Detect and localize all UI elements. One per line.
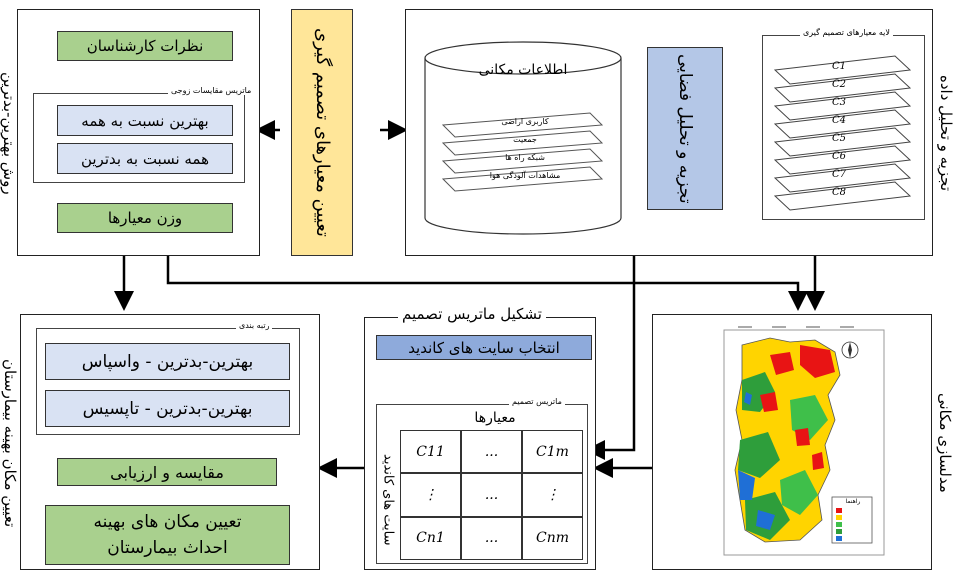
criteria-layer-c8: C8 [832, 187, 847, 198]
decision-matrix-grid: C11 ... C1m ⋮ ... ⋮ Cn1 ... Cnm [400, 430, 583, 560]
weights-box: وزن معیارها [57, 203, 233, 233]
data-analysis-side-label: تجزیه و تحلیل داده [937, 75, 955, 191]
criteria-layer-c2: C2 [832, 79, 847, 90]
arrow-weights-to-modeling [166, 255, 808, 311]
criteria-determination-box: تعیین معیارهای تصمیم گیری [291, 9, 353, 256]
pairwise-title: ماتریس مقایسات زوجی [168, 86, 255, 95]
experts-box: نظرات کارشناسان [57, 31, 233, 61]
decision-matrix-title: تشکیل ماتریس تصمیم [398, 305, 546, 323]
criteria-layers-title: لایه معیارهای تصمیم گیری [800, 28, 893, 37]
matrix-title: ماتریس تصمیم [509, 397, 565, 406]
bwm-waspas-box: بهترین-بدترین - واسپاس [45, 343, 290, 380]
matrix-cell: C11 [400, 430, 461, 474]
bwm-side-label: روش بهترین-بدترین [0, 71, 18, 195]
layer-label: شبکه راه ها [505, 153, 545, 162]
final-location-box: تعیین مکان های بهینه احداث بیمارستان [45, 505, 290, 565]
arrow-analysis-to-matrix [585, 255, 636, 460]
layer-label: کاربری اراضی [501, 117, 549, 126]
matrix-cell: ... [461, 473, 522, 517]
layer-label: مشاهدات آلودگی هوا [489, 171, 561, 180]
best-to-others-box: بهترین نسبت به همه [57, 105, 233, 136]
criteria-layer-c6: C6 [832, 151, 847, 162]
matrix-cell: ⋮ [522, 473, 583, 517]
criteria-header: معیارها [474, 410, 516, 426]
criteria-layer-c7: C7 [832, 169, 847, 180]
compare-evaluate-box: مقایسه و ارزیابی [57, 458, 277, 486]
candidate-sites-header: سایت های کاندید [380, 454, 396, 546]
criteria-layer-c5: C5 [832, 133, 847, 144]
matrix-cell: ... [461, 516, 522, 560]
spatial-info-label: اطلاعات مکانی [478, 62, 568, 78]
others-to-worst-box: همه نسبت به بدترین [57, 143, 233, 174]
criteria-layer-c4: C4 [832, 115, 847, 126]
ranking-title: رتبه بندی [236, 321, 273, 330]
candidate-sites-box: انتخاب سایت های کاندید [376, 335, 592, 360]
map-legend-title: راهنما [845, 498, 861, 505]
criteria-layer-c3: C3 [832, 97, 847, 108]
spatial-analysis-box: تجزیه و تحلیل فضایی [647, 47, 723, 210]
spatial-modeling-side-label: مدلسازی مکانی [936, 393, 954, 493]
criteria-layer-c1: C1 [832, 61, 847, 72]
bwm-topsis-box: بهترین-بدترین - تاپسیس [45, 390, 290, 427]
layer-label: جمعیت [513, 135, 537, 144]
matrix-cell: ... [461, 430, 522, 474]
matrix-cell: ⋮ [400, 473, 461, 517]
optimal-location-side-label: تعیین مکان بهینه بیمارستان [1, 358, 19, 528]
matrix-cell: C1m [522, 430, 583, 474]
matrix-cell: Cn1 [400, 516, 461, 560]
matrix-cell: Cnm [522, 516, 583, 560]
